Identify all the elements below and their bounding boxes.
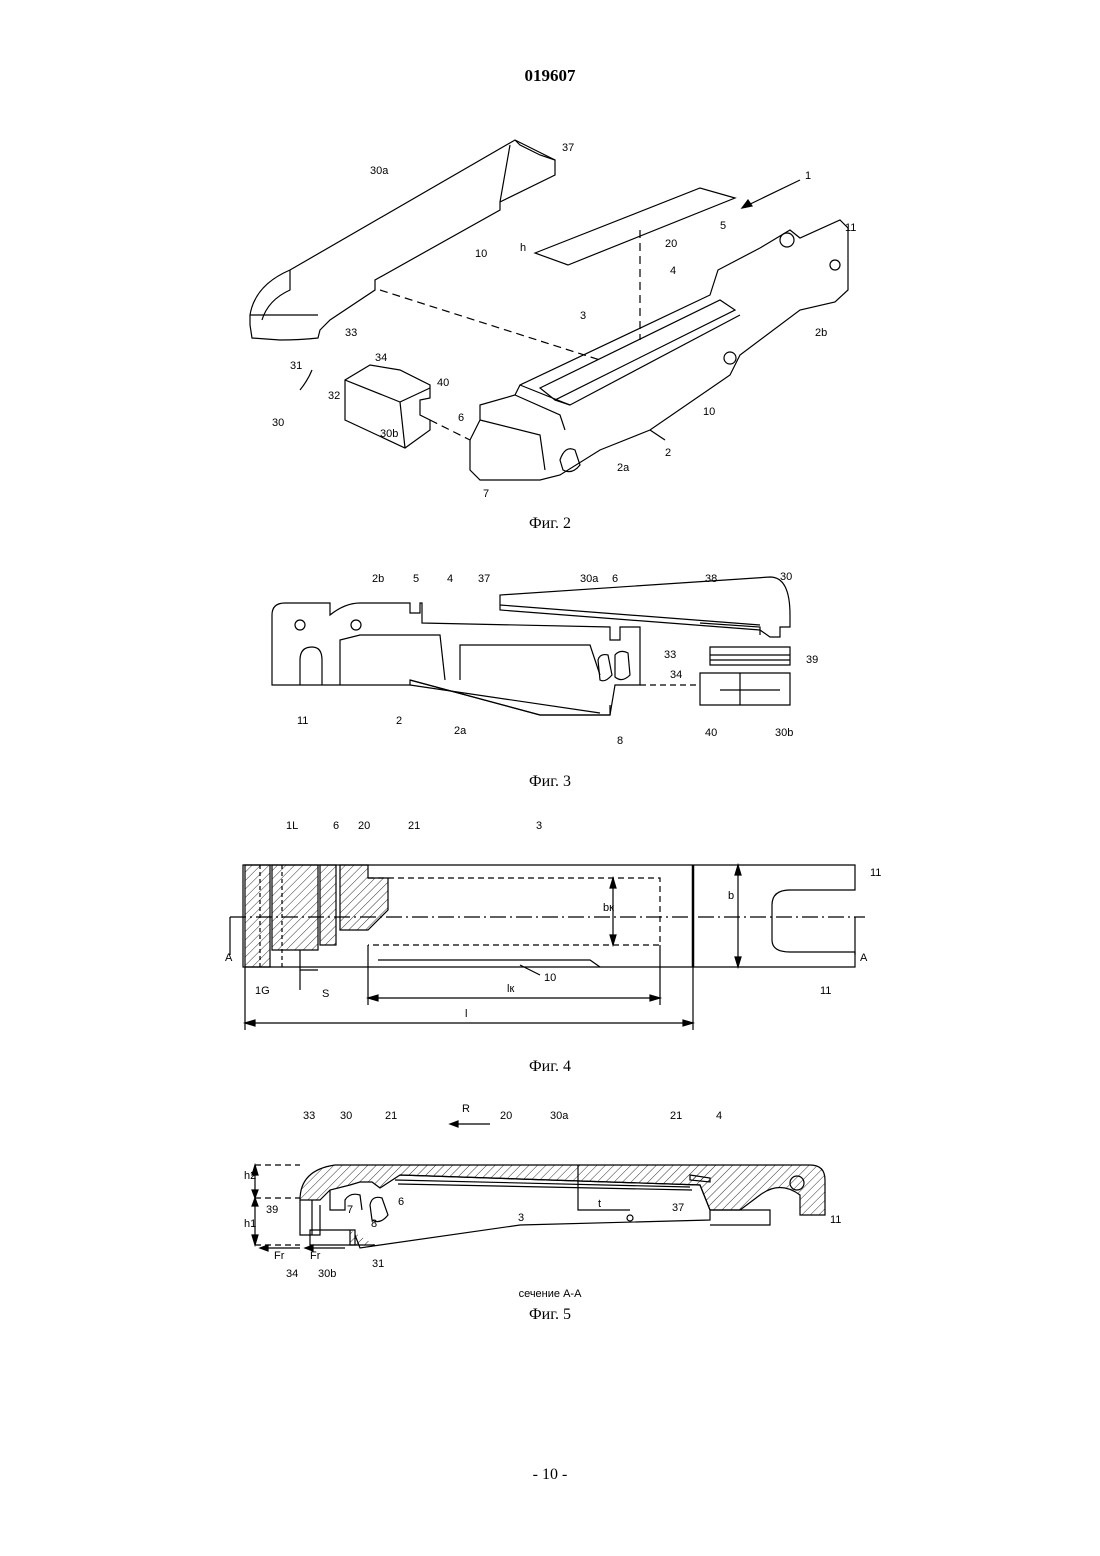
label-39: 39 (266, 1204, 278, 1216)
label-2b: 2b (815, 327, 827, 339)
label-30: 30 (340, 1110, 352, 1122)
label-11: 11 (830, 1214, 841, 1226)
label-37: 37 (672, 1202, 684, 1214)
label-11-top: 11 (870, 867, 881, 879)
label-h1: h1 (244, 1218, 256, 1230)
figure-4-drawing (0, 820, 1100, 1040)
label-4: 4 (670, 265, 676, 277)
label-4: 4 (447, 573, 453, 585)
label-6: 6 (458, 412, 464, 424)
label-39: 39 (806, 654, 818, 666)
label-8: 8 (617, 735, 623, 747)
figure-4-caption: Фиг. 4 (0, 1058, 1100, 1076)
label-1G: 1G (255, 985, 270, 997)
figure-5-drawing (0, 1100, 1100, 1290)
label-7: 7 (483, 488, 489, 500)
label-7: 7 (347, 1204, 353, 1216)
label-6: 6 (612, 573, 618, 585)
figure-5: 33 30 21 R 20 30a 21 4 h2 39 7 6 3 t 37 … (0, 1100, 1100, 1290)
label-1L: 1L (286, 820, 298, 832)
label-32: 32 (328, 390, 340, 402)
label-20: 20 (358, 820, 370, 832)
label-10-top: 10 (475, 248, 487, 260)
label-3: 3 (580, 310, 586, 322)
label-21-left: 21 (385, 1110, 397, 1122)
label-30a: 30a (550, 1110, 568, 1122)
label-A-left: A (225, 952, 232, 964)
label-20: 20 (665, 238, 677, 250)
label-bk: bк (603, 902, 614, 914)
label-3: 3 (518, 1212, 524, 1224)
figure-2-caption: Фиг. 2 (0, 515, 1100, 533)
label-6: 6 (398, 1196, 404, 1208)
label-l: l (465, 1008, 467, 1020)
label-34: 34 (670, 669, 682, 681)
label-40: 40 (437, 377, 449, 389)
label-40: 40 (705, 727, 717, 739)
label-30b: 30b (318, 1268, 336, 1280)
label-2: 2 (396, 715, 402, 727)
label-A-right: A (860, 952, 867, 964)
figure-2-drawing (0, 130, 1100, 530)
figure-3-drawing (0, 565, 1100, 765)
label-30b: 30b (380, 428, 398, 440)
label-2a: 2a (454, 725, 466, 737)
label-S: S (322, 988, 329, 1000)
label-h: h (520, 242, 526, 254)
label-30: 30 (272, 417, 284, 429)
label-30: 30 (780, 571, 792, 583)
label-31: 31 (372, 1258, 384, 1270)
label-37: 37 (478, 573, 490, 585)
figure-3-caption: Фиг. 3 (0, 773, 1100, 791)
label-5: 5 (720, 220, 726, 232)
label-4: 4 (716, 1110, 722, 1122)
label-6: 6 (333, 820, 339, 832)
label-34: 34 (286, 1268, 298, 1280)
label-11: 11 (845, 222, 856, 234)
label-33: 33 (303, 1110, 315, 1122)
label-30a: 30a (370, 165, 388, 177)
label-37: 37 (562, 142, 574, 154)
label-30b: 30b (775, 727, 793, 739)
label-lk: lк (507, 983, 514, 995)
label-21: 21 (408, 820, 420, 832)
label-3: 3 (536, 820, 542, 832)
label-21-right: 21 (670, 1110, 682, 1122)
label-34: 34 (375, 352, 387, 364)
figure-5-caption: Фиг. 5 (0, 1306, 1100, 1324)
label-10: 10 (544, 972, 556, 984)
label-2: 2 (665, 447, 671, 459)
label-2b: 2b (372, 573, 384, 585)
label-38: 38 (705, 573, 717, 585)
label-33: 33 (345, 327, 357, 339)
label-5: 5 (413, 573, 419, 585)
label-b: b (728, 890, 734, 902)
label-t: t (598, 1198, 601, 1210)
label-30a: 30a (580, 573, 598, 585)
label-Fr-left: Fr (274, 1250, 284, 1262)
document-number: 019607 (0, 66, 1100, 86)
label-8: 8 (371, 1218, 377, 1230)
label-20: 20 (500, 1110, 512, 1122)
label-11: 11 (297, 715, 308, 727)
label-2a: 2a (617, 462, 629, 474)
figure-2: 37 30a 1 11 20 5 10 4 3 33 2b 31 34 40 3… (0, 130, 1100, 530)
section-label: сечение А-А (0, 1288, 1100, 1300)
figure-3: 2b 5 4 37 30a 6 38 30 33 34 39 11 2 2a 8… (0, 565, 1100, 765)
label-R: R (462, 1103, 470, 1115)
label-h2: h2 (244, 1170, 256, 1182)
page-footer: - 10 - (0, 1466, 1100, 1484)
label-31: 31 (290, 360, 302, 372)
label-1: 1 (805, 170, 811, 182)
label-11-bottom: 11 (820, 985, 831, 997)
label-Fr-right: Fr (310, 1250, 320, 1262)
label-33: 33 (664, 649, 676, 661)
label-10-right: 10 (703, 406, 715, 418)
figure-4: 1L 6 20 21 3 11 b bк A A 1G S lк 10 11 l (0, 820, 1100, 1040)
